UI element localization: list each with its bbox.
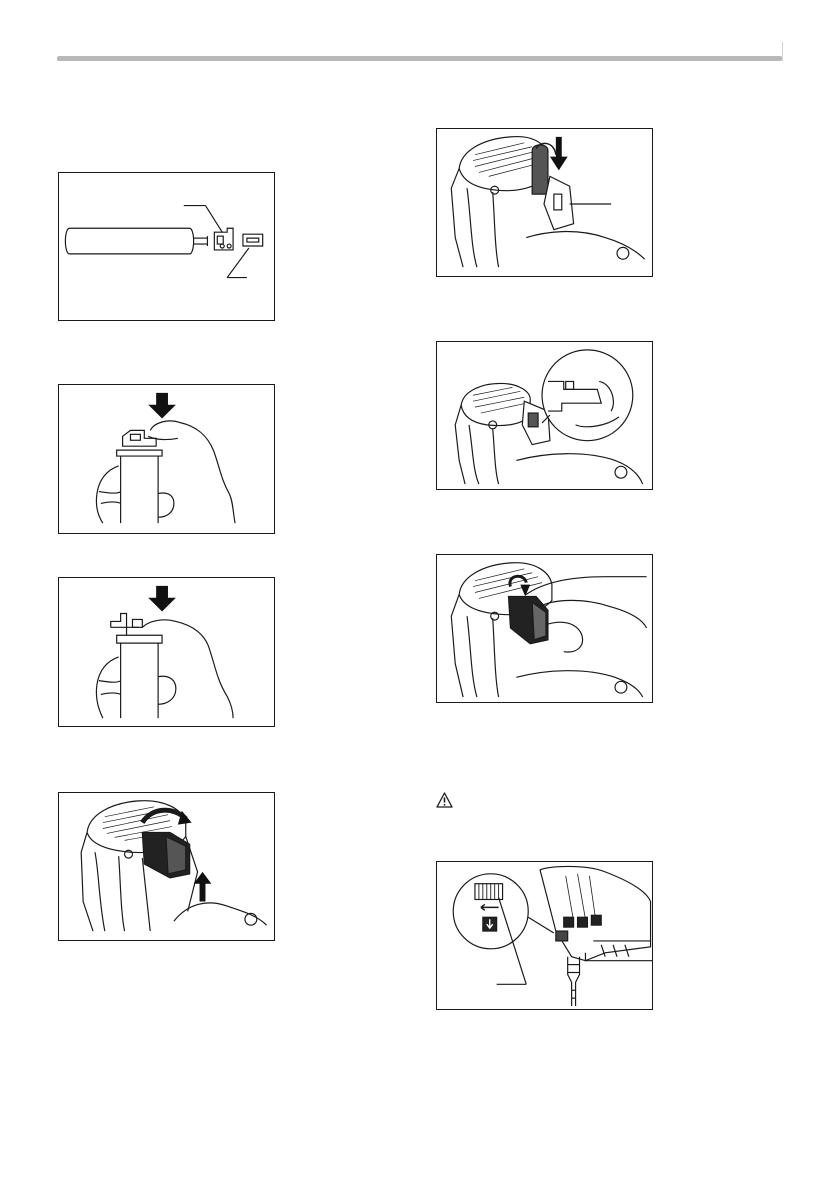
- figure-press-adapter: [58, 577, 275, 727]
- figure-refill-parts: [58, 172, 275, 321]
- figure-insert-cartridge: [436, 128, 653, 277]
- warning-triangle-icon: [436, 792, 453, 808]
- figure-close-cover: [58, 792, 275, 941]
- figure-cartridge-detail: [436, 341, 653, 490]
- figure-open-cover: [436, 554, 653, 703]
- header-rule: [57, 56, 782, 61]
- header-rule-tick: [782, 42, 783, 61]
- figure-press-cap: [58, 384, 275, 534]
- figure-depth-adjuster: [436, 861, 653, 1010]
